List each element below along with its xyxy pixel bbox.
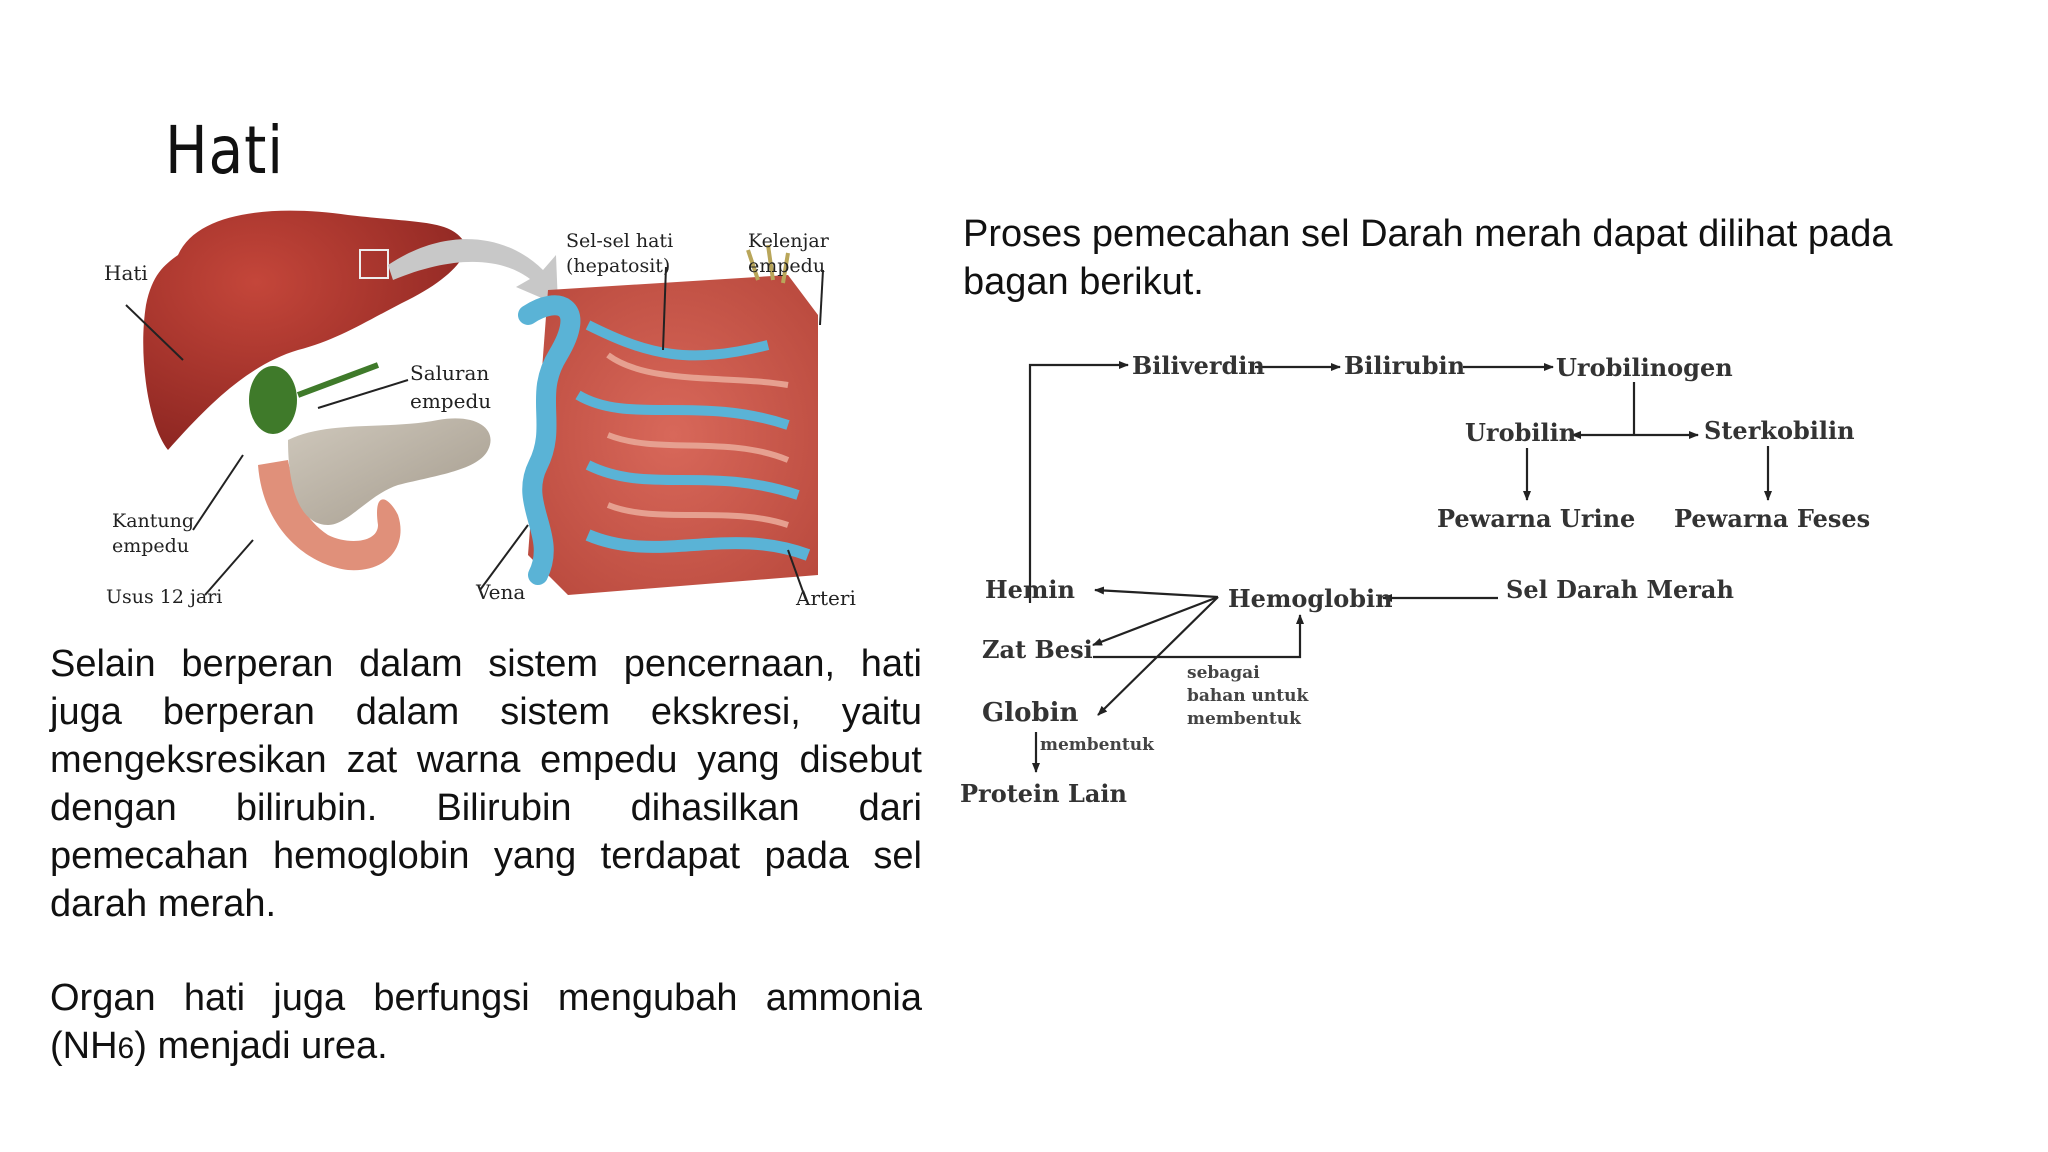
label-usus: Usus 12 jari: [106, 586, 222, 608]
label-arteri: Arteri: [795, 586, 856, 610]
node-hemin: Hemin: [985, 575, 1075, 604]
label-hati: Hati: [104, 261, 148, 285]
red-blood-cell-breakdown-flowchart: Biliverdin Bilirubin Urobilinogen Urobil…: [960, 351, 1870, 808]
label-saluran-empedu-1: Saluran: [410, 361, 489, 385]
paragraph-ammonia-pre: Organ hati juga berfungsi mengubah ammon…: [50, 977, 922, 1067]
node-hemoglobin: Hemoglobin: [1228, 584, 1393, 613]
label-sebagai-3: membentuk: [1187, 709, 1302, 729]
liver-organ: [143, 210, 466, 450]
arrow-hemoglobin-hemin: [1094, 586, 1219, 599]
node-bilirubin: Bilirubin: [1344, 351, 1465, 380]
arrow-hemin-biliverdin: [1028, 361, 1129, 603]
hepatocyte-block: [518, 244, 818, 595]
node-biliverdin: Biliverdin: [1132, 351, 1265, 380]
label-vena: Vena: [475, 580, 525, 604]
pancreas: [288, 418, 491, 525]
label-sel-hati-1: Sel-sel hati: [566, 230, 673, 252]
label-kelenjar-2: empedu: [748, 255, 825, 277]
label-kantung-empedu-1: Kantung: [112, 510, 194, 532]
label-sebagai-1: sebagai: [1187, 663, 1260, 683]
slide-title: Hati: [165, 112, 284, 189]
label-sel-hati-2: (hepatosit): [566, 255, 670, 277]
node-protein-lain: Protein Lain: [960, 779, 1127, 808]
node-zat-besi: Zat Besi: [982, 635, 1093, 664]
zoom-arrow: [388, 239, 558, 305]
arrow-hemoglobin-zatbesi: [1092, 595, 1219, 647]
paragraph-ammonia: Organ hati juga berfungsi mengubah ammon…: [50, 974, 922, 1073]
paragraph-excretion: Selain berperan dalam sistem pencernaan,…: [50, 643, 922, 925]
label-membentuk: membentuk: [1040, 735, 1155, 755]
node-pewarna-feses: Pewarna Feses: [1674, 504, 1870, 533]
node-urobilinogen: Urobilinogen: [1556, 353, 1733, 382]
paragraph-ammonia-post: ) menjadi urea.: [134, 1025, 388, 1067]
label-kantung-empedu-2: empedu: [112, 535, 189, 557]
node-globin: Globin: [982, 698, 1078, 728]
node-urobilin: Urobilin: [1465, 418, 1576, 447]
node-pewarna-urine: Pewarna Urine: [1437, 504, 1635, 533]
label-sebagai-2: bahan untuk: [1187, 686, 1309, 706]
gallbladder: [249, 366, 297, 434]
node-sterkobilin: Sterkobilin: [1704, 416, 1855, 445]
node-sel-darah-merah: Sel Darah Merah: [1506, 575, 1734, 604]
paragraph-ammonia-subscript: 6: [117, 1032, 135, 1065]
arrow-zatbesi-hemoglobin: [1093, 614, 1304, 659]
liver-anatomy-figure: Hati Saluran empedu Kantung empedu Usus …: [104, 210, 856, 610]
label-kelenjar-1: Kelenjar: [748, 230, 830, 252]
label-saluran-empedu-2: empedu: [410, 389, 491, 413]
flowchart-intro: Proses pemecahan sel Darah merah dapat d…: [963, 213, 1893, 303]
